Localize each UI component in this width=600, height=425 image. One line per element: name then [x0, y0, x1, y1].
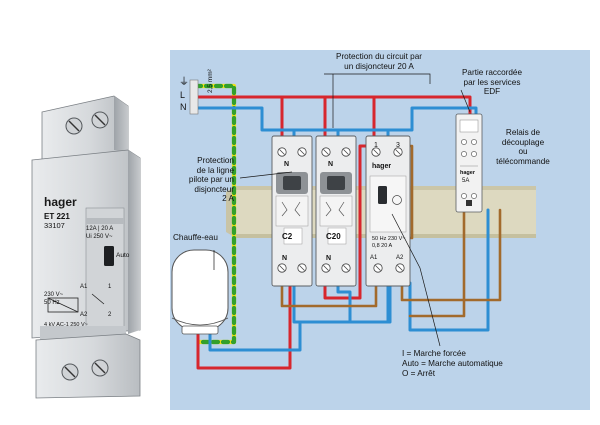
circuit-protection-label: Protection du circuit par un disjoncteur…: [335, 52, 422, 71]
pilot-protection-label: Protection de la ligne pilote par un dis…: [188, 156, 234, 204]
breaker-20a-top-n: N: [328, 161, 334, 168]
product-ref: 33107: [44, 221, 65, 230]
legend-off: O = Arrêt: [402, 369, 435, 378]
breaker-2a-bottom-n: N: [282, 255, 288, 262]
product-rating-1: 12A | 20 A: [86, 226, 114, 232]
breaker-20a: [315, 135, 357, 287]
product-photo: [31, 95, 141, 399]
edf-part-label: Partie raccordée par les services EDF: [461, 68, 523, 97]
legend-auto: Auto = Marche automatique: [402, 359, 503, 368]
product-pin-2: 2: [108, 312, 112, 318]
product-pin-a2: A2: [80, 312, 88, 318]
contactor-rating: 50 Hz 230 V~ 0,8 20 A: [372, 236, 406, 249]
relay-brand: hager: [460, 170, 475, 176]
breaker-2a: [271, 135, 313, 287]
product-contact: 4 kV AC-1 250 V~: [44, 322, 88, 328]
contactor-top-1: 1: [374, 142, 378, 149]
annotation-pointers: [213, 73, 471, 347]
supply-l-label: L: [180, 90, 186, 100]
breaker-2a-top-n: N: [284, 161, 290, 168]
neutral-wire: [194, 106, 490, 352]
wire-network: [193, 83, 502, 370]
product-rating-2: Ui 250 V~: [86, 234, 113, 240]
contactor-pin-a1: A1: [370, 255, 378, 261]
product-pin-a1: A1: [80, 284, 88, 290]
relay-description-label: Relais de découplage ou télécommande: [496, 128, 550, 166]
breaker-2a-rating: C2: [282, 232, 293, 241]
contactor-top-3: 3: [396, 142, 400, 149]
water-heater-label: Chauffe-eau: [173, 233, 218, 242]
product-freq: 50 Hz: [44, 300, 60, 306]
breaker-20a-bottom-n: N: [326, 255, 332, 262]
edf-relay: [455, 113, 483, 213]
water-heater: [171, 249, 229, 335]
product-pin-1: 1: [108, 284, 112, 290]
phase-wire: [194, 95, 472, 370]
contactor-pin-a2: A2: [396, 255, 404, 261]
contactor: [365, 135, 411, 287]
earth-symbol: ⏚: [179, 77, 189, 88]
product-switch-label: Auto: [116, 252, 130, 259]
product-coil: 230 V~: [44, 292, 64, 298]
contactor-brand: hager: [372, 163, 392, 170]
relay-rating: 5A: [462, 178, 470, 184]
breaker-20a-rating: C20: [326, 232, 341, 241]
product-model: ET 221: [44, 212, 70, 221]
supply-terminal-block: [189, 79, 199, 115]
supply-n-label: N: [180, 102, 187, 112]
legend-forced: I = Marche forcée: [402, 349, 466, 358]
cable-section-label: 2,5 mm²: [207, 69, 214, 93]
product-brand: hager: [44, 195, 77, 209]
earth-wire: [193, 83, 237, 345]
